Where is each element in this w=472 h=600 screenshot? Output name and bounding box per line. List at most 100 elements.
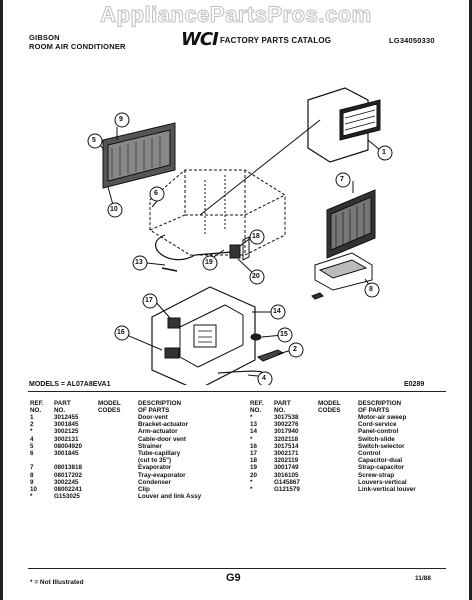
cell-description: Tray-evaporator [138, 471, 186, 479]
cell-part-no: 08004920 [54, 442, 83, 450]
evaporator-tray [314, 252, 373, 291]
cell-ref: 8 [30, 471, 34, 479]
cell-model-codes [96, 421, 136, 428]
models-line: MODELS = AL07A8EVA1 [29, 381, 111, 388]
cell-model-codes [96, 493, 136, 500]
cell-model-codes [316, 450, 356, 457]
cell-ref: 17 [250, 450, 258, 458]
diagram-code: E0289 [404, 381, 425, 388]
cell-ref: 4 [30, 435, 34, 443]
col-desc: DESCRIPTION OF PARTS [358, 400, 402, 414]
col-part: PART NO. [274, 400, 291, 414]
cell-model-codes [316, 457, 356, 464]
cell-ref: 9 [30, 478, 34, 486]
footnote: * = Not Illustrated [30, 579, 84, 586]
col-model: MODEL CODES [318, 400, 341, 414]
cell-part-no: 3002276 [274, 421, 299, 429]
cell-description: Panel-control [358, 428, 399, 436]
service-cord [155, 234, 233, 261]
brand-name: GIBSON [29, 33, 60, 42]
cell-part-no: G121579 [274, 486, 300, 494]
cell-part-no: 3202119 [274, 457, 299, 465]
cell-description: Louvers-vertical [358, 478, 407, 486]
cell-model-codes [96, 479, 136, 486]
cell-model-codes [96, 472, 136, 479]
product-name: ROOM AIR CONDITIONER [29, 42, 126, 51]
cell-model-codes [316, 421, 356, 428]
cell-model-codes [316, 472, 356, 479]
cell-ref: 2 [30, 421, 34, 429]
chassis-outline [149, 169, 286, 256]
cell-description: Strainer [138, 442, 162, 450]
cell-part-no: 3016105 [274, 471, 299, 479]
cell-ref: * [250, 435, 253, 443]
cell-model-codes [316, 479, 356, 486]
cell-description: Cord-service [358, 421, 397, 429]
cell-part-no [52, 457, 96, 464]
cell-part-no: 3202118 [274, 435, 299, 443]
cell-ref: * [250, 478, 253, 486]
col-desc: DESCRIPTION OF PARTS [138, 400, 182, 414]
cell-ref: 18 [250, 457, 258, 465]
col-part: PART NO. [54, 400, 71, 414]
cell-part-no: 3012455 [54, 414, 79, 421]
cell-description: Cable-door vent [138, 435, 186, 443]
cell-model-codes [96, 486, 136, 493]
cell-ref: * [250, 414, 253, 421]
catalog-title: FACTORY PARTS CATALOG [220, 36, 332, 45]
cell-part-no: 3002131 [54, 435, 79, 443]
cell-part-no: 3001845 [54, 421, 79, 429]
print-date: 11/88 [415, 575, 431, 582]
cell-description: Capacitor-dual [358, 457, 403, 465]
cell-description: (cut to 35") [138, 457, 172, 465]
cell-ref: 13 [250, 421, 258, 429]
door-vent-cable [217, 370, 263, 374]
cell-description: Switch-slide [358, 435, 395, 443]
table-row: 13 3002276 Cord-service [248, 421, 450, 428]
cell-description: Control [358, 450, 381, 458]
cell-ref [28, 457, 52, 464]
cell-model-codes [316, 436, 356, 443]
divider-bottom [28, 568, 446, 569]
cell-part-no: 08013818 [54, 464, 83, 472]
cell-ref: * [30, 428, 33, 436]
cell-model-codes [96, 450, 136, 457]
table-row: 4 3002131 Cable-door vent [28, 436, 240, 443]
cell-part-no: 3002171 [274, 450, 299, 458]
vent-door-assembly [307, 87, 369, 163]
cell-description: Strap-capacitor [358, 464, 405, 472]
divider-top [28, 391, 446, 392]
cell-ref: * [250, 486, 253, 494]
dual-capacitor [250, 333, 262, 341]
col-ref: REF. NO. [30, 400, 44, 414]
cell-model-codes [96, 414, 136, 421]
cell-description: Condenser [138, 478, 171, 486]
cell-part-no: 3017940 [274, 428, 299, 436]
cell-part-no: G145867 [274, 478, 300, 486]
cell-ref: 7 [30, 464, 34, 472]
cell-description: Arm-actuator [138, 428, 178, 436]
table-row: 5 08004920 Strainer [28, 443, 240, 450]
table-row: 17 3002171 Control [248, 450, 450, 457]
actuator-bracket [256, 349, 285, 362]
cell-description: Door-vent [138, 414, 168, 421]
cell-part-no: 08017202 [54, 471, 83, 479]
cell-part-no: G153025 [54, 493, 80, 501]
cell-ref: 5 [30, 442, 34, 450]
cell-ref: * [30, 493, 33, 501]
cell-part-no: 3001845 [54, 450, 79, 458]
page-border-left [0, 0, 3, 600]
callout-labels [87, 112, 393, 385]
